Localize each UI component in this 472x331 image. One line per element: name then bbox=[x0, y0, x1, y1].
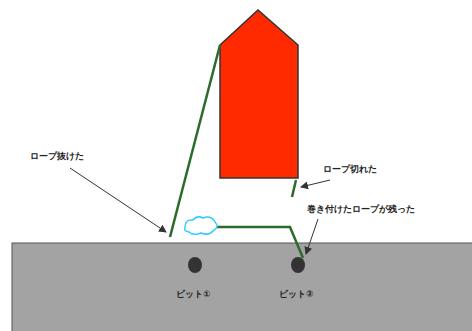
bollard bbox=[188, 257, 202, 273]
leader-line bbox=[70, 168, 166, 232]
rope-remaining bbox=[217, 227, 303, 258]
slip-mark bbox=[185, 217, 218, 234]
rope-cut bbox=[292, 180, 296, 197]
ship bbox=[220, 10, 298, 178]
leader-line bbox=[306, 219, 318, 254]
bollard-label: ビット② bbox=[279, 290, 314, 300]
bollard-label: ビット① bbox=[176, 290, 211, 300]
leader-line bbox=[301, 180, 330, 187]
bollard bbox=[291, 257, 305, 273]
callout-text: ロープ抜けた bbox=[30, 152, 84, 162]
callout-text: ロープ切れた bbox=[323, 165, 377, 175]
rope bbox=[170, 45, 220, 237]
callout-text: 巻き付けたロープが残った bbox=[307, 205, 415, 215]
quay bbox=[12, 243, 472, 331]
